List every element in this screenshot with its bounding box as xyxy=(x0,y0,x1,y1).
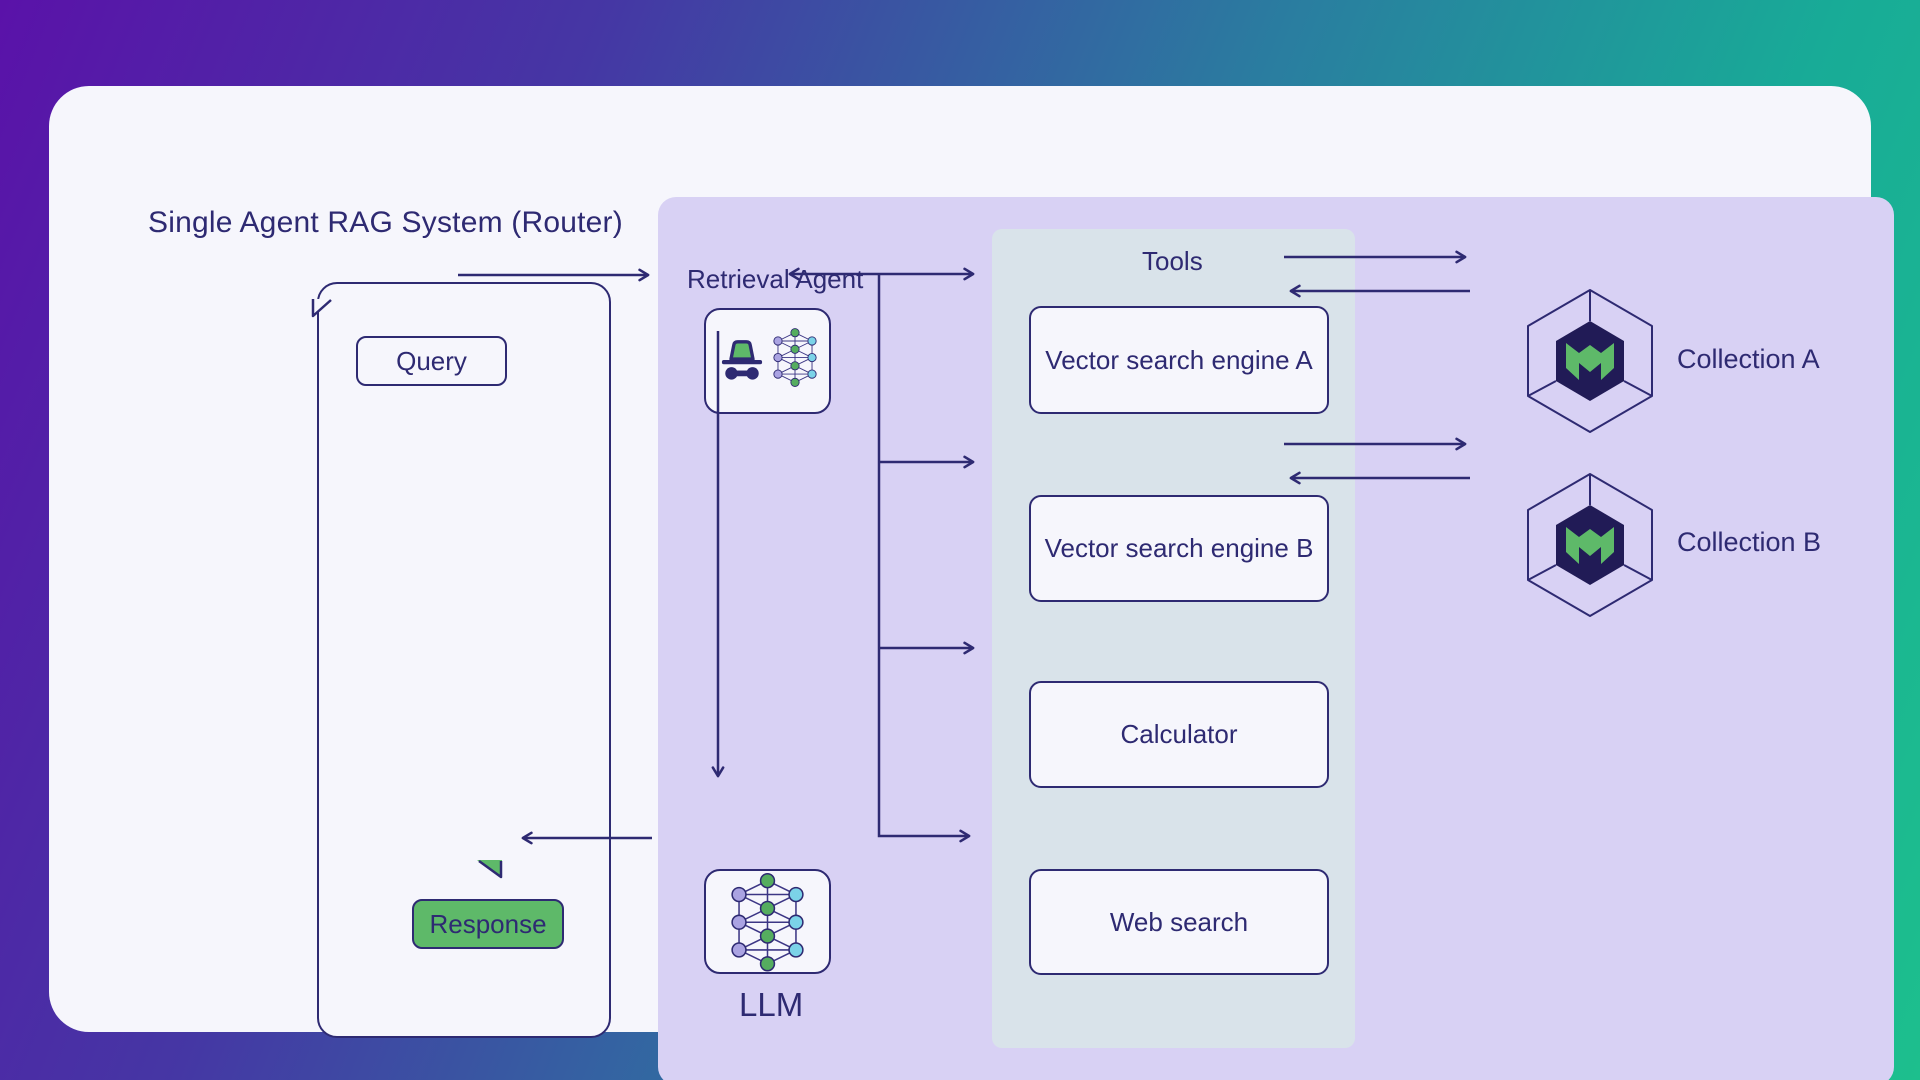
llm-node xyxy=(704,869,831,974)
tool-vector-search-a: Vector search engine A xyxy=(1029,306,1329,414)
tool-label: Web search xyxy=(1109,906,1249,937)
collection-a-label: Collection A xyxy=(1677,344,1820,374)
response-bubble-label: Response xyxy=(429,908,547,939)
query-bubble: Query xyxy=(356,336,507,386)
collection-a-icon xyxy=(1527,289,1653,433)
llm-label: LLM xyxy=(739,986,804,1023)
tool-web-search: Web search xyxy=(1029,869,1329,975)
tool-label: Vector search engine A xyxy=(1045,344,1313,375)
neural-network-icon xyxy=(773,328,817,387)
collection-b-icon xyxy=(1527,473,1653,617)
query-bubble-label: Query xyxy=(396,345,467,376)
retrieval-agent-node xyxy=(704,308,831,414)
collection-b-label: Collection B xyxy=(1677,527,1822,557)
tool-vector-search-b: Vector search engine B xyxy=(1029,495,1329,602)
diagram-card: Single Agent RAG System (Router) Retriev… xyxy=(49,86,1894,1080)
retrieval-agent-label: Retrieval Agent xyxy=(687,264,864,294)
tool-label: Calculator xyxy=(1120,719,1238,749)
response-bubble: Response xyxy=(412,899,564,949)
page-title: Single Agent RAG System (Router) xyxy=(148,206,623,239)
incognito-agent-icon xyxy=(720,340,764,382)
tool-label: Vector search engine B xyxy=(1044,533,1314,563)
neural-network-icon xyxy=(731,873,804,972)
tools-label: Tools xyxy=(1142,246,1203,276)
tool-calculator: Calculator xyxy=(1029,681,1329,788)
